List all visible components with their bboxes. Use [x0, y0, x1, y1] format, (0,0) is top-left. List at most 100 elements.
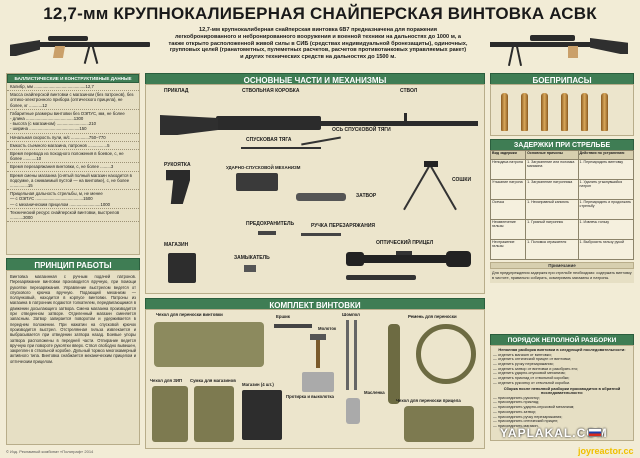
cartridge-6 [601, 93, 608, 131]
list-item: — присоединить приклад; [493, 400, 540, 405]
label-spuskovaya-tyaga: СПУСКОВАЯ ТЯГА [246, 137, 292, 143]
label-os: ОСЬ СПУСКОВОЙ ТЯГИ [332, 127, 391, 133]
table-cell: 1. Неисправный капсюль [525, 199, 579, 220]
label-ershik: Ершик [276, 314, 290, 319]
delays-col-header: Основные причины [525, 150, 579, 160]
parts-panel: ПРИКЛАД СТВОЛЬНАЯ КОРОБКА СТВОЛ СПУСКОВА… [145, 84, 485, 294]
watermark: YAPLAKAL.COM [500, 426, 608, 440]
label-usm: УДАРНО-СПУСКОВОЙ МЕХАНИЗМ [226, 165, 301, 170]
table-cell: 1. Перезарядить и продолжать стрельбу [577, 199, 634, 220]
label-magaziny: Магазин (4 шт.) [242, 382, 274, 387]
label-stvol: СТВОЛ [400, 88, 418, 94]
bipod-part [390, 161, 470, 213]
cleaning-rod [346, 320, 349, 390]
rifle-case [154, 322, 264, 367]
list-item: — отделить магазин от винтовки; [493, 352, 552, 357]
label-protirka: Протирка и выколотка [286, 394, 334, 399]
table-cell: 1. Загрязнение патронника [525, 179, 579, 200]
cartridge-2 [521, 93, 528, 131]
delays-note-title: Примечание [490, 262, 634, 269]
label-remen: Ремень для переноски [408, 314, 457, 319]
brush [274, 324, 312, 328]
receiver-part [216, 116, 321, 130]
bolt-part [296, 193, 346, 201]
list-item: — отделить затвор от винтовки и разобрат… [493, 366, 579, 371]
label-sumka: Сумка для магазинов [190, 378, 236, 383]
label-shompol: Шомпол [342, 312, 360, 317]
delays-col-header: Вид задержки [490, 150, 527, 160]
list-item: — отделить ручку перезаряжания; [493, 362, 554, 366]
cartridge-5 [581, 93, 588, 131]
table-cell: Утыкание патрона [490, 179, 527, 200]
cartridge-1 [501, 93, 508, 131]
trigger-mech-part [236, 173, 278, 191]
disassembly-panel: Неполная разборка винтовки в следующей п… [490, 345, 634, 441]
list-item: — отделить приклад от ствольной коробки; [493, 376, 570, 381]
label-molotok: Молоток [318, 326, 337, 331]
table-cell: 1. Удалить утыкнувшийся патрон [577, 179, 634, 200]
spec-row: Емкость съемного магазина, патронов ....… [7, 142, 139, 151]
specs-list: Калибр, мм .............................… [7, 83, 139, 223]
label-rukoyatka: РУКОЯТКА [164, 162, 191, 168]
cartridge-4 [561, 93, 568, 131]
list-item: — присоединить ударно-спусковой механизм… [493, 405, 575, 410]
table-cell: 1. Извлечь гильзу [577, 219, 634, 240]
safety-part [258, 231, 276, 235]
intro-text: 12,7-мм крупнокалиберная снайперская вин… [168, 27, 468, 61]
label-predohranitel: ПРЕДОХРАНИТЕЛЬ [246, 221, 295, 227]
table-cell: 1. Выбросить гильзу рукой [577, 239, 634, 260]
label-ruchka: РУЧКА ПЕРЕЗАРЯЖАНИЯ [311, 223, 376, 229]
specs-header: БАЛЛИСТИЧЕСКИЕ И КОНСТРУКТИВНЫЕ ДАННЫЕ [7, 74, 139, 83]
scope-part [346, 251, 471, 267]
sling [388, 324, 400, 404]
barrel-part [216, 121, 478, 126]
label-zamykatel: ЗАМЫКАТЕЛЬ [234, 255, 270, 261]
list-item: — отделить оптический прицел от винтовки… [493, 357, 572, 362]
zip-case [152, 386, 188, 442]
disassembly-steps2: — присоединить рукоятку;— присоединить п… [493, 396, 631, 429]
label-opt-pricel: ОПТИЧЕСКИЙ ПРИЦЕЛ [376, 240, 434, 246]
label-magazin: МАГАЗИН [164, 242, 189, 248]
spec-row: Начальная скорость пули, м/с ...........… [7, 134, 139, 142]
label-chehol-pricel: Чехол для переноски прицела [396, 398, 461, 403]
disassembly-sub2: Сборка после неполной разборки производи… [503, 385, 621, 396]
grip-part [166, 170, 190, 204]
magazine-part [168, 253, 196, 283]
spec-row: Время перевода из походного положения в … [7, 150, 139, 164]
list-item: — присоединить ручку перезаряжания; [493, 414, 563, 419]
label-chehol: Чехол для переноски винтовки [156, 312, 223, 317]
oiler [346, 398, 360, 424]
ammo-panel [490, 84, 634, 136]
spec-row: Габаритные размеры винтовки без ОЭПУС, м… [7, 110, 139, 134]
table-cell: Неизвлечение гильзы [490, 219, 527, 240]
flag-icon [588, 428, 602, 437]
spec-row: Технический ресурс снайперской винтовки,… [7, 209, 139, 223]
charging-handle-part [301, 233, 341, 236]
latch-part [244, 265, 256, 272]
rifle-photo-left [8, 22, 158, 70]
table-cell: Осечка [490, 199, 527, 220]
list-item: — отделить ударно-спусковой механизм; [493, 371, 566, 376]
spec-row: Масса снайперской винтовки с магазином (… [7, 91, 139, 110]
delays-note: Для предупреждения задержек при стрельбе… [490, 269, 634, 283]
label-stvol-korobka: СТВОЛЬНАЯ КОРОБКА [242, 88, 300, 94]
footer-text: © Изд. Рекламный комбинат «Полиграф» 201… [6, 449, 94, 454]
table-cell: 1. Грязный патронник [525, 219, 579, 240]
label-chehol-zip: Чехол для ЗИП [150, 378, 183, 383]
label-priklad: ПРИКЛАД [164, 88, 189, 94]
page-title: 12,7-мм КРУПНОКАЛИБЕРНАЯ СНАЙПЕРСКАЯ ВИН… [43, 4, 597, 23]
list-item: — присоединить магазин. [493, 423, 539, 428]
table-cell: Неподача патрона [490, 159, 527, 180]
magazines-set [242, 390, 282, 440]
spec-row: Время смены магазина (снятый полный мага… [7, 172, 139, 191]
list-item: — присоединить затвор; [493, 409, 537, 414]
label-maslenka: Масленка [364, 390, 385, 395]
cartridge-3 [541, 93, 548, 131]
list-item: — присоединить оптический прицел; [493, 419, 559, 424]
